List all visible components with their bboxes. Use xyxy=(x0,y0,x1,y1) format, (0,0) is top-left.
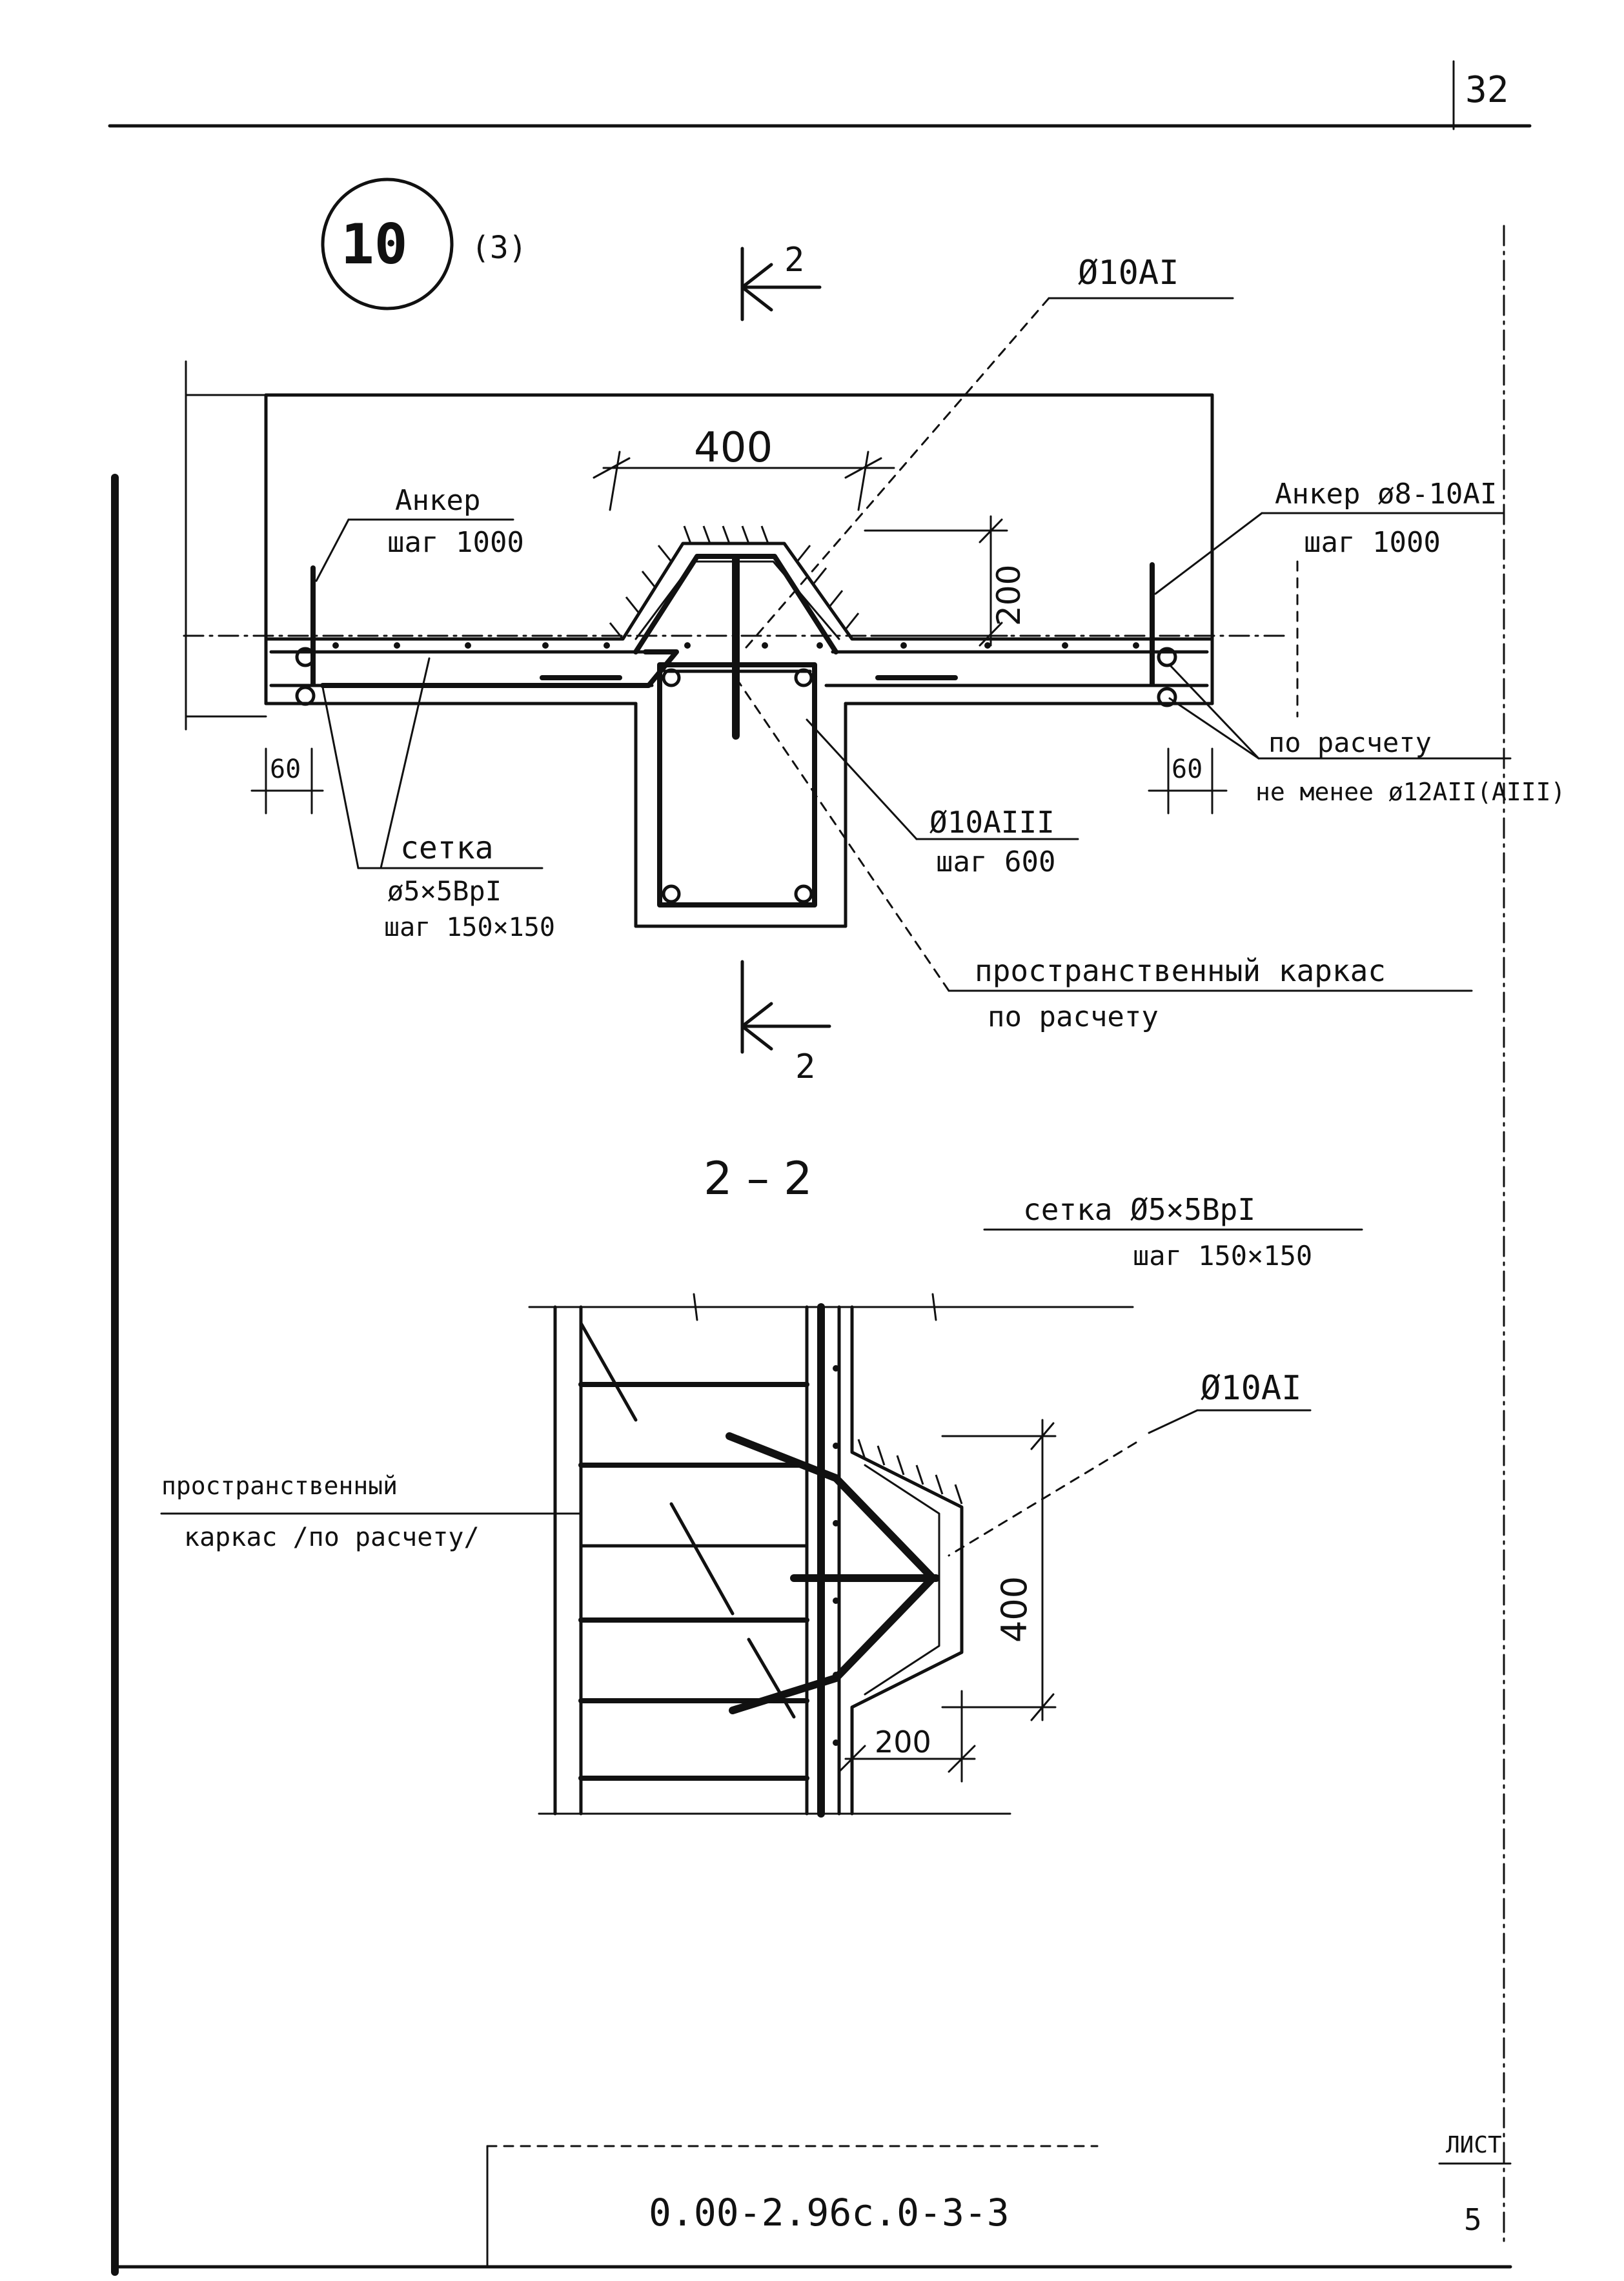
label-mesh-title: сетка xyxy=(400,830,494,866)
label-anchor-right-2: шаг 1000 xyxy=(1304,526,1441,559)
label-calc-2: не менее ø12AII(AIII) xyxy=(1255,778,1565,806)
label-top-bar: Ø10AI xyxy=(1078,254,1179,292)
label-frame-2: по расчету xyxy=(988,1000,1159,1033)
plan-leaders xyxy=(315,297,1512,992)
document-code: 0.00-2.96с.0-3-3 xyxy=(649,2191,1010,2235)
label-anchor-right-1: Анкер ø8-10AI xyxy=(1275,478,1497,511)
plan-reinforcement xyxy=(269,554,1209,907)
label-mesh-line2: ø5×5BpI xyxy=(387,875,502,907)
label-section-frame-1: пространственный xyxy=(161,1472,398,1500)
section-cut-bottom xyxy=(740,960,831,1054)
label-frame-1: пространственный каркас xyxy=(975,953,1386,988)
dim-200-section: 200 xyxy=(875,1725,931,1759)
dim-400-section: 400 xyxy=(994,1576,1035,1643)
plan-dimensions xyxy=(250,451,1228,815)
label-section-frame-2: каркас /по расчету/ xyxy=(184,1523,480,1552)
label-stirrup-1: Ø10AIII xyxy=(929,805,1055,840)
label-section-bar: Ø10AI xyxy=(1201,1369,1302,1408)
sheet-label: ЛИСТ xyxy=(1446,2132,1502,2158)
dim-60-right: 60 xyxy=(1172,755,1203,784)
detail-number: 10 xyxy=(341,212,408,277)
label-section-mesh-1: сетка Ø5×5BpI xyxy=(1023,1192,1255,1227)
label-calc-1: по расчету xyxy=(1268,727,1432,758)
label-stirrup-2: шаг 600 xyxy=(936,846,1055,878)
label-section-mesh-2: шаг 150×150 xyxy=(1133,1240,1312,1272)
sheet-frame xyxy=(108,60,1532,2276)
section-view xyxy=(160,1293,1312,1818)
dim-200-plan: 200 xyxy=(990,565,1028,626)
detail-marker xyxy=(321,177,454,310)
section-mark-bottom: 2 xyxy=(795,1048,815,1086)
dim-60-left: 60 xyxy=(270,755,301,784)
label-anchor-left-2: шаг 1000 xyxy=(387,526,524,559)
section-cut-top xyxy=(740,247,822,321)
label-anchor-left-1: Анкер xyxy=(395,484,480,517)
section-mark-top: 2 xyxy=(784,241,804,279)
page-number: 32 xyxy=(1465,69,1508,111)
dim-400-plan: 400 xyxy=(694,424,773,472)
section-title: 2 – 2 xyxy=(704,1152,813,1205)
label-mesh-line3: шаг 150×150 xyxy=(384,913,555,942)
plan-slab xyxy=(183,360,1289,928)
detail-ref: (3) xyxy=(471,230,527,266)
sheet-number: 5 xyxy=(1464,2202,1482,2237)
